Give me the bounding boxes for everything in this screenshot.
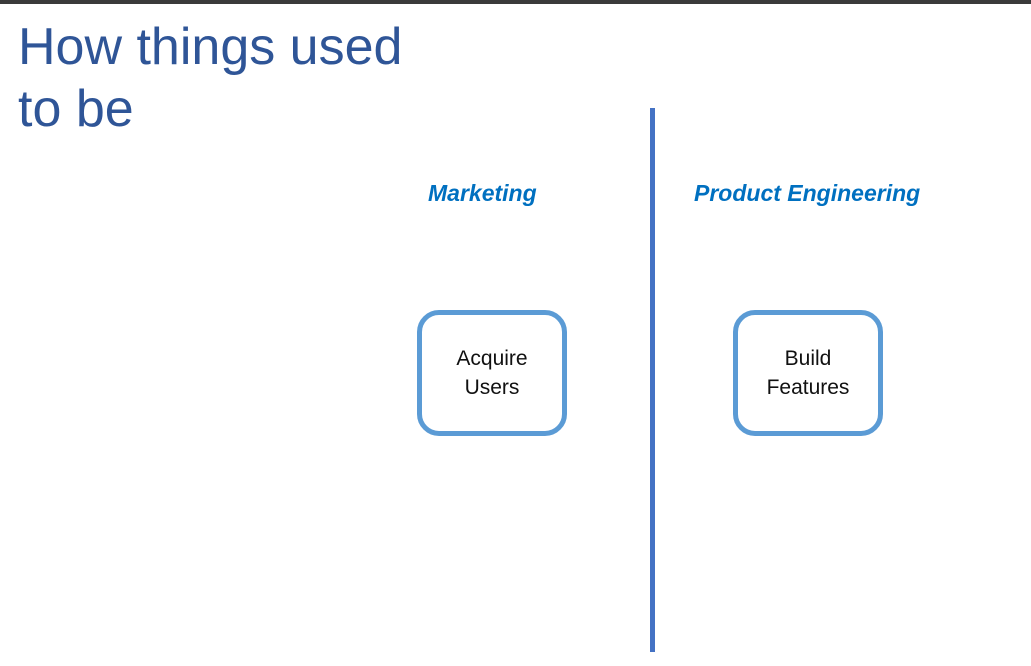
column-divider [650,108,655,652]
product-engineering-heading: Product Engineering [694,180,921,206]
build-features-box-line-2: Features [766,376,850,399]
slide-title: How things used to be [18,16,478,140]
slide-title-line-2: to be [18,80,134,138]
acquire-users-box: Acquire Users [417,310,567,436]
build-features-box: Build Features [733,310,883,436]
acquire-users-box-line-2: Users [464,376,520,399]
slide-top-border [0,0,1031,4]
build-features-box-line-1: Build [784,347,832,370]
acquire-users-box-line-1: Acquire [456,347,528,370]
slide-title-line-1: How things used [18,18,403,76]
marketing-heading: Marketing [428,180,537,206]
